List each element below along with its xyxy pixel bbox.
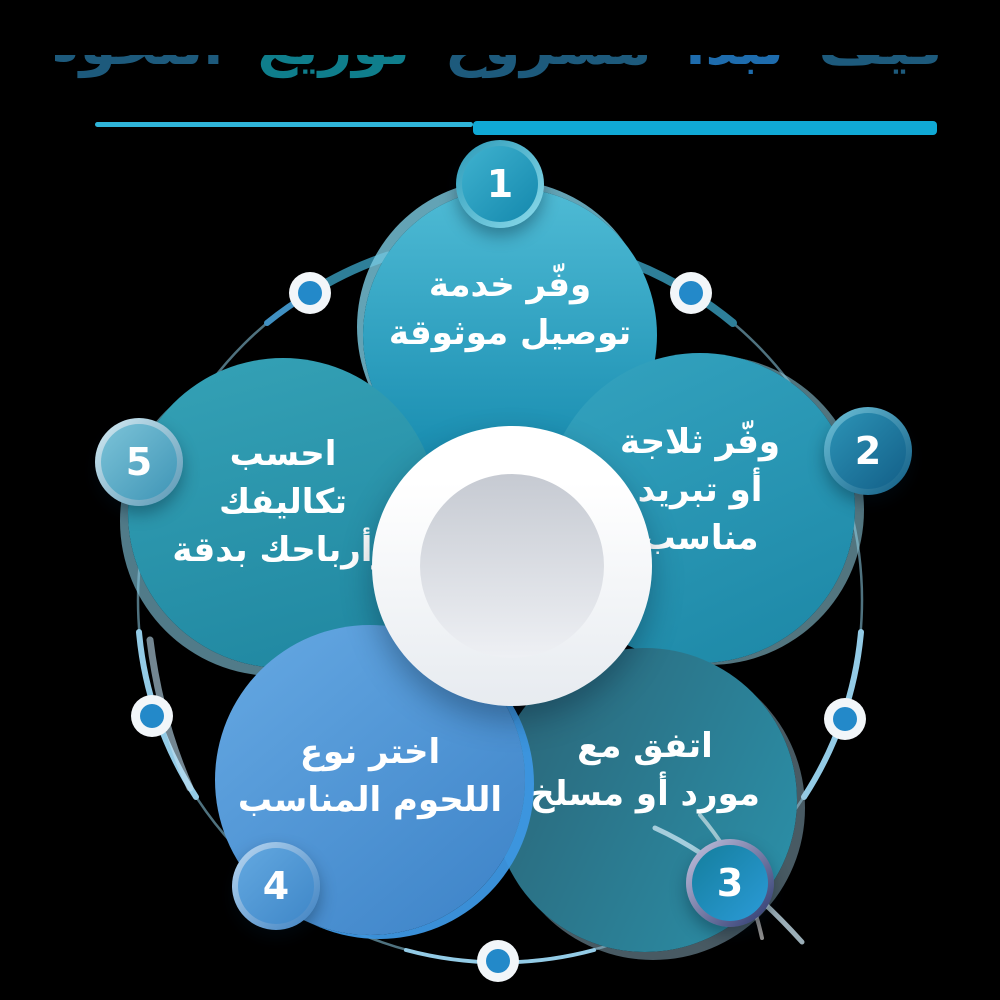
center-hub-circle — [372, 426, 652, 706]
step-badge-2: 2 — [824, 407, 912, 495]
connector-segment — [801, 629, 864, 800]
title-word: تبدأ — [685, 55, 784, 78]
step-2-number: 2 — [830, 413, 906, 489]
step-5-number: 5 — [101, 424, 177, 500]
step-badge-1: 1 — [456, 140, 544, 228]
step-1-label: وفّر خدمة توصيل موثوقة — [388, 264, 632, 353]
step-badge-4: 4 — [232, 842, 320, 930]
connector-segment — [264, 290, 313, 326]
step-circle-3: اتفق مع مورد أو مسلخ — [493, 648, 797, 952]
step-2-label: وفّر ثلاجة أو تبريد مناسب — [619, 421, 781, 559]
title-underline-thick — [473, 121, 937, 135]
title-word: توزيع — [257, 55, 410, 78]
step-5-label: احسب تكاليفك وأرباحك بدقة — [172, 433, 394, 571]
step-badge-5: 5 — [95, 418, 183, 506]
title-word: اللحوم — [55, 55, 223, 78]
title-word: مشروع — [445, 55, 652, 78]
step-badge-3: 3 — [686, 839, 774, 927]
step-4-number: 4 — [238, 848, 314, 924]
connector-segment — [404, 948, 596, 965]
connector-segment — [687, 289, 737, 327]
title-word: كيف — [819, 55, 945, 78]
title-underline-thin — [95, 122, 473, 127]
step-3-number: 3 — [692, 845, 768, 921]
center-hub-inner-circle — [420, 474, 604, 658]
page-title: كيف تبدأ مشروع توزيع اللحوم بنجاح — [55, 55, 945, 118]
connector-segment — [136, 629, 199, 800]
page-title-text: كيف تبدأ مشروع توزيع اللحوم بنجاح — [55, 55, 945, 73]
step-3-label: اتفق مع مورد أو مسلخ — [530, 725, 760, 814]
step-4-label: اختر نوع اللحوم المناسب — [237, 731, 503, 820]
step-1-number: 1 — [462, 146, 538, 222]
